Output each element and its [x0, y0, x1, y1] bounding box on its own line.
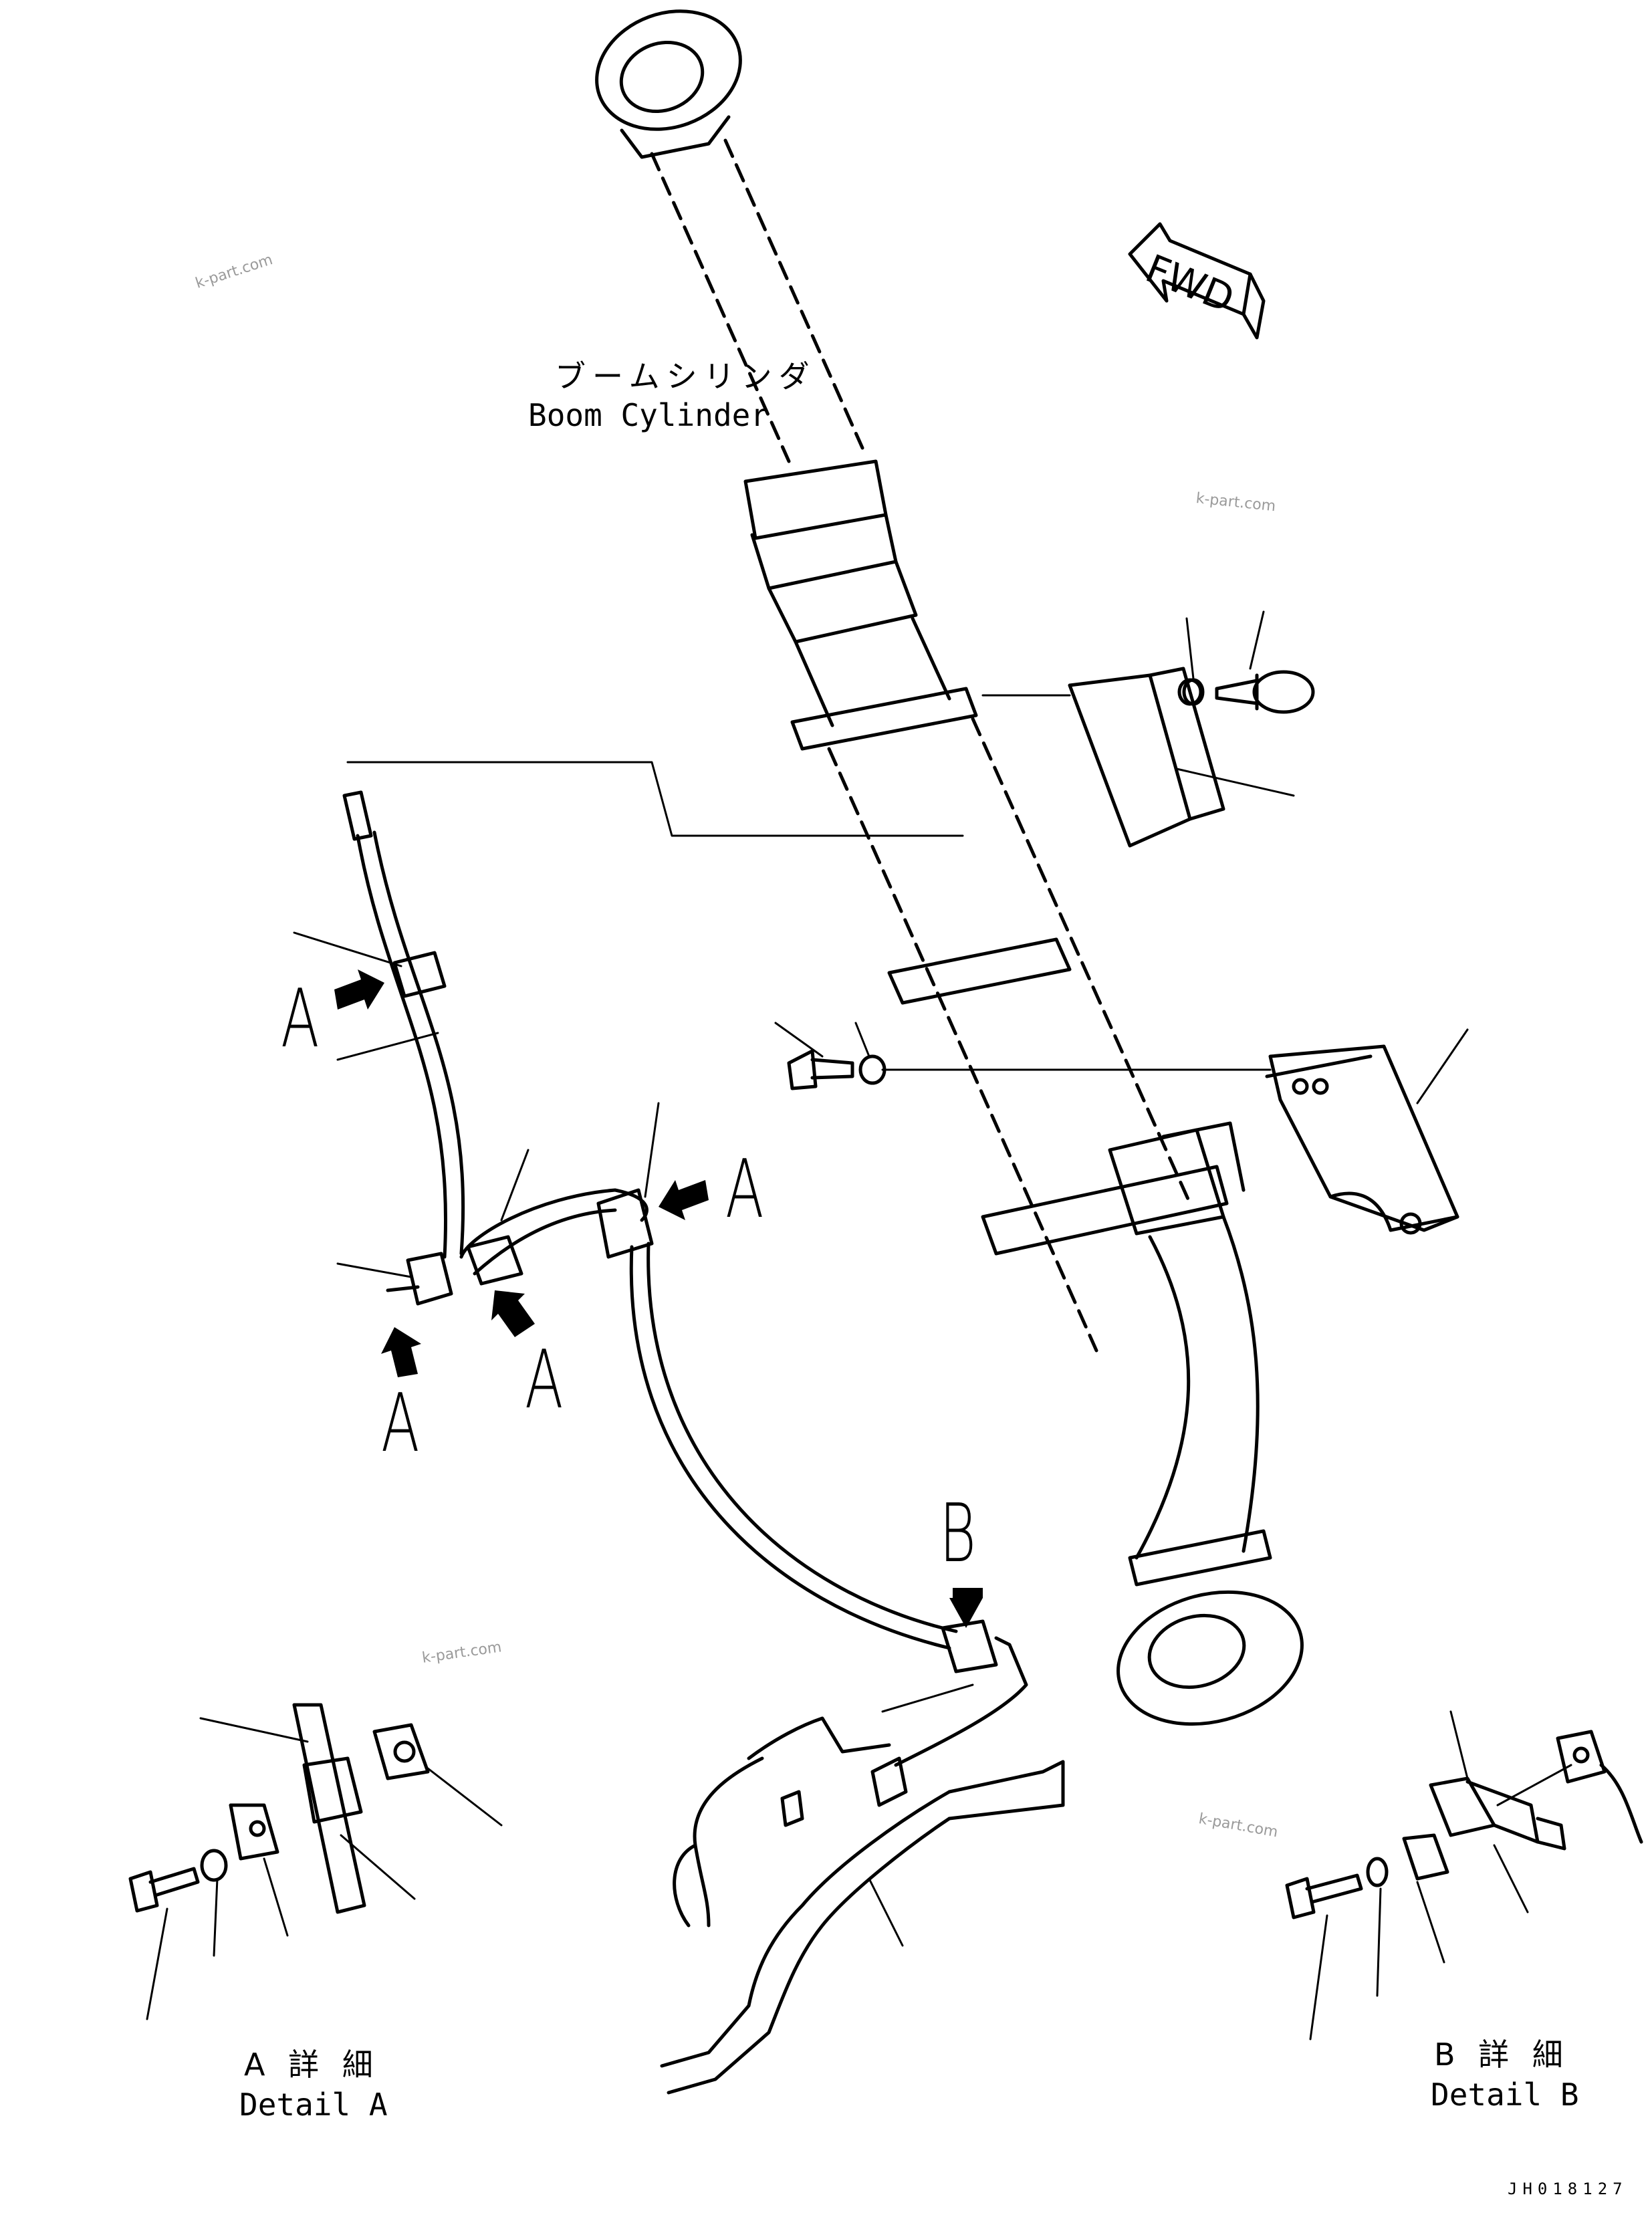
arrow-a3 [381, 1327, 421, 1377]
callout-a1: A [281, 973, 320, 1066]
arrow-a1 [334, 969, 384, 1010]
callout-arrows [334, 969, 983, 1628]
detail-b-label-jp: B 詳 細 [1434, 2036, 1570, 2073]
detail-a-label-jp: A 詳 細 [244, 2047, 380, 2083]
arrow-b [949, 1588, 983, 1628]
arrow-a4 [491, 1290, 535, 1337]
harness-center [596, 1102, 1065, 2095]
detail-a-parts [128, 1703, 503, 2020]
boom-cylinder [595, 9, 1304, 1726]
detail-b-parts [1285, 1710, 1643, 2041]
harness-left [293, 761, 964, 1306]
detail-a-label-en: Detail A [239, 2087, 388, 2123]
boom-cylinder-label-en: Boom Cylinder [528, 397, 770, 433]
upper-bracket-assembly [981, 610, 1315, 848]
drawing-code: JH018127 [1508, 2180, 1628, 2198]
fwd-arrow [1128, 222, 1266, 340]
detail-b-label-en: Detail B [1431, 2077, 1579, 2113]
callout-a4: A [525, 1334, 564, 1427]
arrow-a2 [659, 1180, 709, 1220]
callout-a3: A [381, 1377, 420, 1470]
callout-b1: B [939, 1488, 977, 1581]
callout-a2: A [725, 1143, 764, 1236]
lower-bracket-assembly [774, 1022, 1469, 1235]
boom-cylinder-label-jp: ブームシリンダ [555, 358, 816, 394]
